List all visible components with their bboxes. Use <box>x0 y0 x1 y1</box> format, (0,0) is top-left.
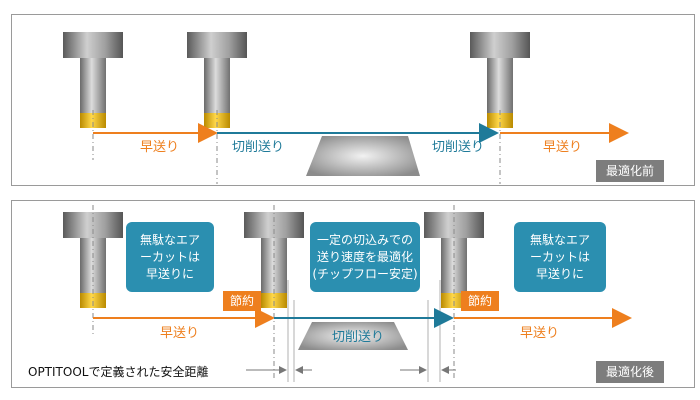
callout-box: 一定の切込みでの 送り速度を最適化 (チップフロー安定) <box>310 222 420 292</box>
label-before-optimization: 最適化前 <box>596 160 665 182</box>
rapid-label: 早送り <box>140 140 180 155</box>
end-mill-tool-icon <box>470 32 530 128</box>
rapid-label: 早送り <box>520 326 560 341</box>
label-after-optimization: 最適化後 <box>596 361 665 383</box>
end-mill-tool-icon <box>63 32 123 128</box>
callout-box: 無駄なエア ーカットは 早送りに <box>126 222 214 292</box>
callout-box: 無駄なエア ーカットは 早送りに <box>514 222 606 292</box>
cut-label: 切削送り <box>332 330 385 345</box>
cut-label: 切削送り <box>232 140 285 155</box>
workpiece-block-icon <box>298 322 408 350</box>
safety-distance-note: OPTITOOLで定義された安全距離 <box>28 365 209 379</box>
savings-badge: 節約 <box>461 291 500 311</box>
workpiece-block-icon <box>306 136 420 176</box>
cut-label: 切削送り <box>432 140 485 155</box>
rapid-label: 早送り <box>160 326 200 341</box>
end-mill-tool-icon <box>187 32 247 128</box>
rapid-label: 早送り <box>543 140 583 155</box>
savings-badge: 節約 <box>223 291 262 311</box>
